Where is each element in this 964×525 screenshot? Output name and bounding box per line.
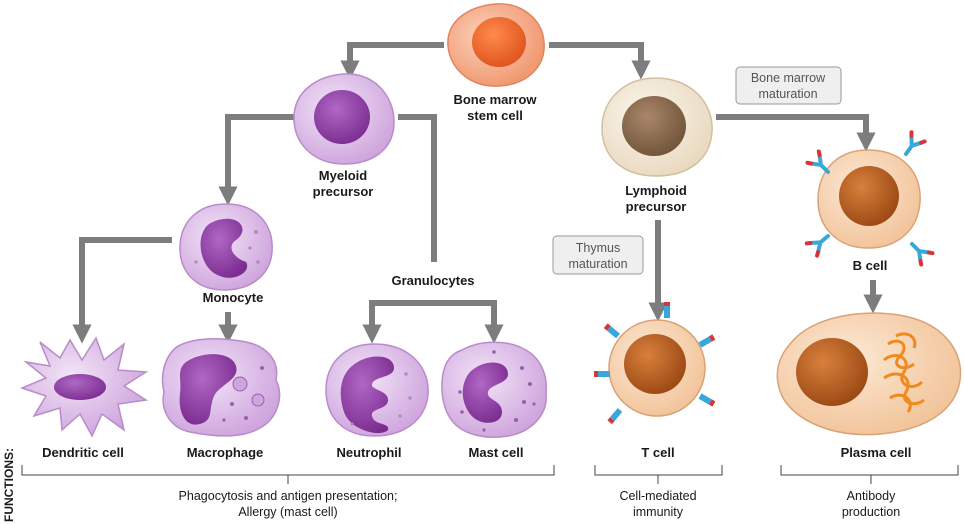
bone-marrow-maturation-box: Bone marrow maturation — [735, 66, 842, 105]
monocyte-image — [179, 203, 273, 291]
functions-heading: FUNCTIONS: — [2, 448, 16, 522]
arrows — [72, 42, 883, 344]
arrow-stem-to-myeloid — [340, 42, 444, 80]
function-myeloid-line1: Phagocytosis and antigen presentation; — [179, 489, 398, 503]
mast-cell-label: Mast cell — [469, 445, 524, 460]
mast-cell-image — [441, 341, 548, 438]
endoplasmic-reticulum — [883, 332, 925, 413]
neutrophil-image — [325, 343, 429, 437]
thymus-maturation-line1: Thymus — [576, 241, 620, 255]
thymus-maturation-line2: maturation — [568, 257, 627, 271]
macrophage-image — [161, 337, 281, 437]
function-bcell-line1: Antibody — [847, 489, 896, 503]
myeloid-precursor-image — [293, 73, 395, 165]
t-cell-receptors — [594, 302, 716, 425]
lymphoid-label-line1: Lymphoid — [625, 183, 687, 198]
function-bcell-line2: production — [842, 505, 900, 519]
macrophage-label: Macrophage — [187, 445, 264, 460]
thymus-maturation-box: Thymus maturation — [552, 235, 644, 275]
bone-marrow-maturation-line2: maturation — [758, 87, 817, 101]
function-tcell-line1: Cell-mediated — [619, 489, 696, 503]
myeloid-label-line1: Myeloid — [319, 168, 367, 183]
arrow-lymphoid-to-bcell — [716, 114, 876, 152]
function-tcell-line2: immunity — [633, 505, 684, 519]
arrow-monocyte-to-dendritic — [72, 237, 172, 344]
t-cell-image — [594, 302, 716, 425]
lymphoid-precursor-image — [601, 77, 713, 177]
dendritic-cell-image — [19, 336, 149, 438]
granulocytes-label: Granulocytes — [391, 273, 474, 288]
function-bracket-myeloid — [21, 465, 555, 484]
dendritic-cell-label: Dendritic cell — [42, 445, 124, 460]
function-myeloid-line2: Allergy (mast cell) — [238, 505, 337, 519]
b-cell-image — [804, 130, 935, 267]
arrow-granulocytes-split — [369, 300, 504, 344]
arrow-myeloid-to-granulocytes — [398, 114, 437, 262]
stem-cell-label-line2: stem cell — [467, 108, 523, 123]
neutrophil-label: Neutrophil — [337, 445, 402, 460]
myeloid-label-line2: precursor — [313, 184, 374, 199]
function-bracket-tcell — [594, 465, 723, 484]
b-cell-label: B cell — [853, 258, 888, 273]
lymphoid-label-line2: precursor — [626, 199, 687, 214]
bone-marrow-maturation-line1: Bone marrow — [751, 71, 826, 85]
arrow-myeloid-to-monocyte — [218, 114, 296, 206]
plasma-cell-label: Plasma cell — [841, 445, 912, 460]
function-bracket-bcell — [780, 465, 959, 484]
monocyte-label: Monocyte — [203, 290, 264, 305]
t-cell-label: T cell — [641, 445, 674, 460]
stem-cell-image — [447, 3, 545, 87]
plasma-cell-image — [776, 312, 962, 436]
arrow-stem-to-lymphoid — [549, 42, 651, 80]
antibody-receptors — [804, 130, 935, 267]
stem-cell-label-line1: Bone marrow — [453, 92, 537, 107]
